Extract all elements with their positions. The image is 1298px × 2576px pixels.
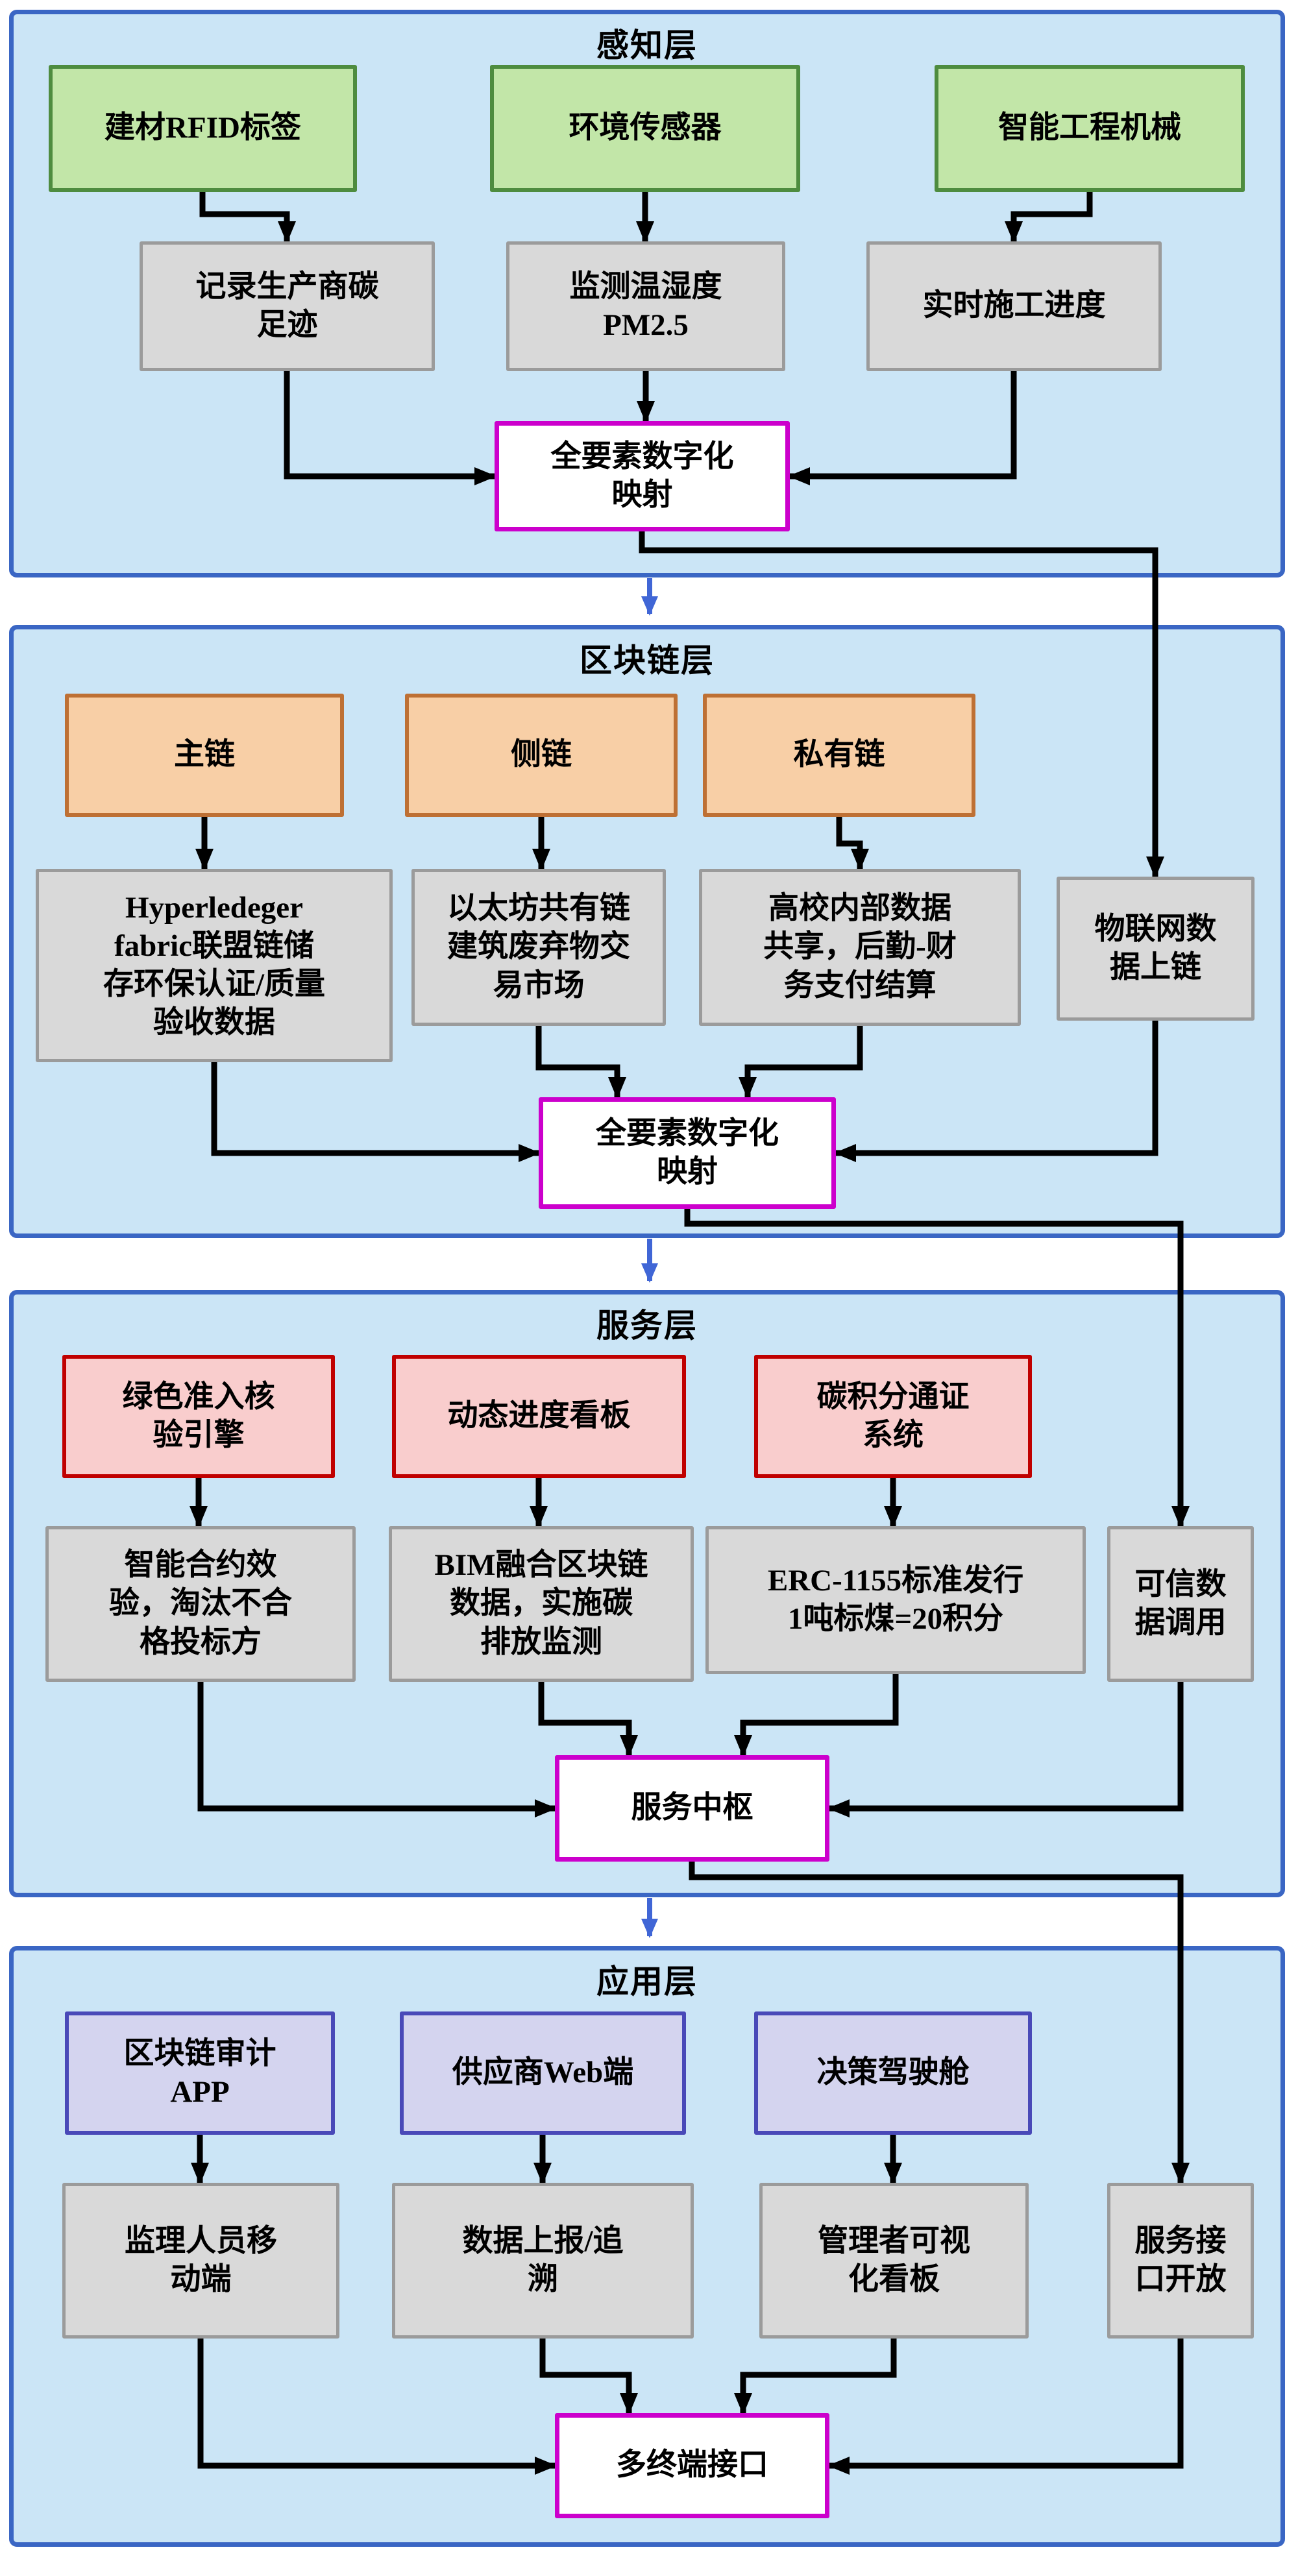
trusted-data-box: 可信数 据调用: [1107, 1526, 1254, 1682]
private-chain-box: 私有链: [703, 694, 975, 817]
bim-blockchain-box: BIM融合区块链 数据，实施碳 排放监测: [389, 1526, 694, 1682]
smart-machinery-box: 智能工程机械: [935, 65, 1245, 192]
main-chain-box: 主链: [65, 694, 344, 817]
rfid-tag-box: 建材RFID标签: [49, 65, 357, 192]
side-chain-box: 侧链: [405, 694, 678, 817]
supervisor-mobile-box: 监理人员移 动端: [62, 2183, 339, 2339]
hyperledger-fabric-box: Hyperledeger fabric联盟链储 存环保认证/质量 验收数据: [36, 869, 393, 1062]
audit-app-box: 区块链审计 APP: [65, 2011, 335, 2135]
service-api-box: 服务接 口开放: [1107, 2183, 1254, 2339]
erc1155-box: ERC-1155标准发行 1吨标煤=20积分: [705, 1526, 1086, 1674]
iot-data-onchain-box: 物联网数 据上链: [1057, 877, 1255, 1021]
green-access-engine-box: 绿色准入核 验引擎: [62, 1355, 335, 1478]
blockchain-layer-title: 区块链层: [580, 642, 715, 679]
supplier-web-box: 供应商Web端: [400, 2011, 686, 2135]
manager-dashboard-box: 管理者可视 化看板: [759, 2183, 1029, 2339]
service-hub-box: 服务中枢: [555, 1755, 829, 1862]
temp-humidity-box: 监测温湿度 PM2.5: [506, 241, 785, 371]
application-layer-title: 应用层: [596, 1963, 698, 2000]
carbon-credit-box: 碳积分通证 系统: [754, 1355, 1032, 1478]
service-layer-title: 服务层: [596, 1307, 698, 1344]
campus-data-box: 高校内部数据 共享，后勤-财 务支付结算: [699, 869, 1021, 1026]
data-report-box: 数据上报/追 溯: [392, 2183, 694, 2339]
decision-cockpit-box: 决策驾驶舱: [754, 2011, 1032, 2135]
digital-mapping-hub-1: 全要素数字化 映射: [495, 421, 790, 531]
perception-layer-title: 感知层: [596, 27, 698, 64]
smart-contract-box: 智能合约效 验，淘汰不合 格投标方: [45, 1526, 356, 1682]
ethereum-market-box: 以太坊共有链 建筑废弃物交 易市场: [411, 869, 666, 1026]
multi-terminal-box: 多终端接口: [555, 2413, 829, 2518]
env-sensor-box: 环境传感器: [490, 65, 800, 192]
carbon-footprint-box: 记录生产商碳 足迹: [140, 241, 435, 371]
digital-mapping-hub-2: 全要素数字化 映射: [539, 1097, 836, 1209]
construction-progress-box: 实时施工进度: [866, 241, 1162, 371]
progress-kanban-box: 动态进度看板: [392, 1355, 686, 1478]
